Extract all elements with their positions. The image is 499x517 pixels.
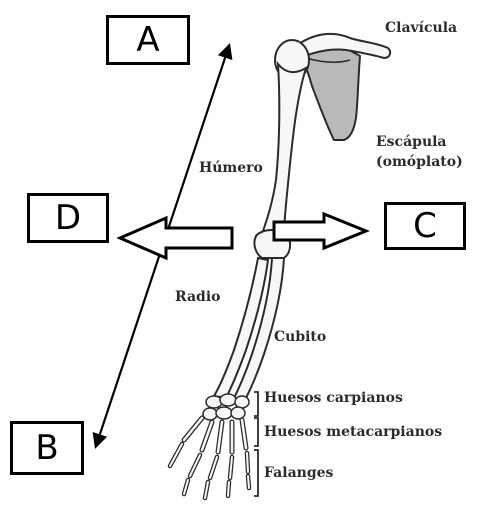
scapula-bone [299,41,362,141]
label-cubito: Cubito [274,329,327,345]
carpal-bones [202,393,250,421]
letter-box-d: D [27,193,109,243]
label-humero: Húmero [199,160,263,176]
phalanges-bones [167,441,252,501]
letter-box-a: A [106,15,190,65]
label-omoplato: (omóplato) [376,154,463,170]
label-huesos-metacarpianos: Huesos metacarpianos [264,424,443,440]
letter-box-c: C [384,202,466,250]
arrow-to-c [272,211,370,251]
arrow-to-d [116,215,234,261]
hand-region-brackets [254,391,259,497]
label-clavicula: Clavícula [385,20,458,36]
label-falanges: Falanges [264,465,334,481]
metacarpal-bones [181,415,249,455]
letter-box-b: B [10,421,84,475]
label-escapula: Escápula [376,134,447,150]
label-huesos-carpianos: Huesos carpianos [264,390,403,406]
humerus-bone [260,60,308,238]
label-radio: Radio [175,289,221,305]
